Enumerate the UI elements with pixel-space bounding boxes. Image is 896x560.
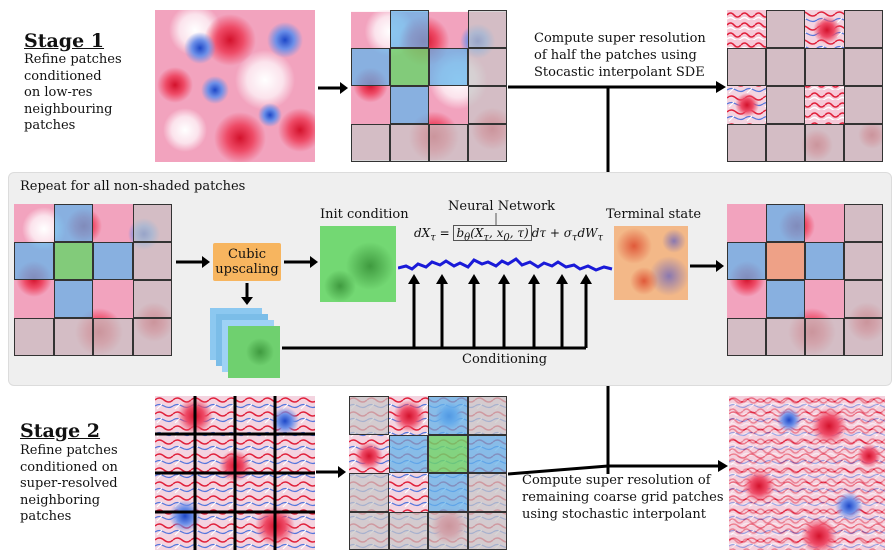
drift-term-box: bθ(Xτ, x0, τ)	[453, 225, 532, 243]
stage1-patch-grid	[351, 10, 507, 162]
stage2-patch-grid	[349, 396, 507, 550]
stage1-compute-caption: Compute super resolution of half the pat…	[534, 31, 706, 80]
conditioning-label: Conditioning	[462, 352, 548, 367]
arrow-upscale-to-init	[284, 256, 318, 268]
stage2-result-field	[729, 396, 885, 550]
panel-output-grid	[727, 204, 883, 356]
stage2-description: Refine patches conditioned on super-reso…	[20, 443, 118, 524]
stage1-description: Refine patches conditioned on low-res ne…	[24, 52, 122, 133]
stage1-title: Stage 1	[24, 30, 105, 52]
sde-equation: dXτ = bθ(Xτ, x0, τ)dτ + στdWτ	[414, 225, 604, 244]
terminal-state-label: Terminal state	[606, 207, 702, 222]
stage2-compute-caption: Compute super resolution of remaining co…	[522, 473, 724, 522]
conditioning-patch-stack	[210, 308, 280, 378]
repeat-panel-title: Repeat for all non-shaded patches	[20, 179, 246, 194]
arrow-stage1-a	[318, 82, 348, 94]
conditioning-lines	[282, 274, 592, 350]
stage2-input-field	[155, 396, 315, 550]
init-condition-field	[320, 226, 396, 302]
cubic-upscaling-box: Cubic upscaling	[213, 243, 281, 281]
neural-network-tick	[495, 213, 497, 225]
stage1-result-field	[727, 10, 883, 162]
stage1-flow-arrow	[508, 81, 726, 93]
arrow-upscale-down	[241, 283, 253, 305]
stage2-flow-arrow	[508, 460, 728, 476]
panel-input-grid	[14, 204, 172, 356]
arrow-to-upscale	[176, 256, 210, 268]
neural-network-label: Neural Network	[448, 199, 556, 214]
arrow-stage2-a	[316, 466, 346, 478]
init-condition-label: Init condition	[320, 207, 409, 222]
stochastic-path-curve	[398, 257, 613, 272]
vertical-connector	[606, 86, 610, 474]
terminal-state-field	[614, 226, 688, 300]
arrow-to-panel-output	[690, 260, 724, 272]
stage2-title: Stage 2	[20, 420, 101, 442]
stage1-lowres-field	[155, 10, 315, 162]
